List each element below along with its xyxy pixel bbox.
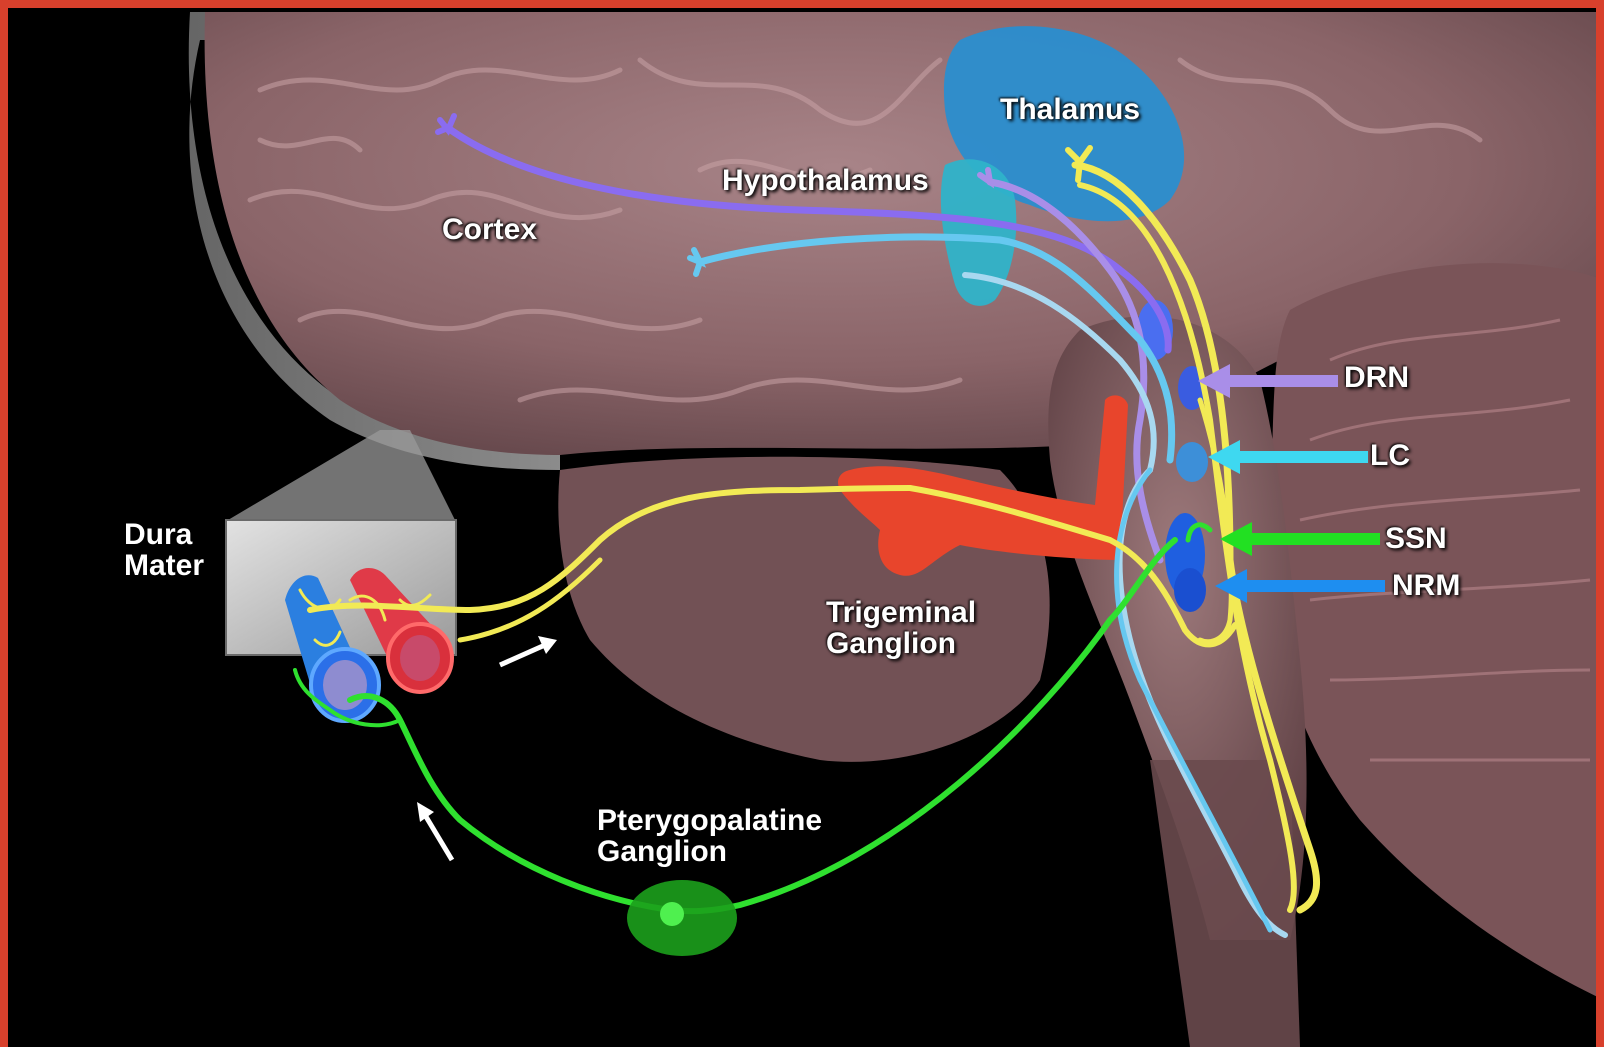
pterygopalatine-ganglion-label: Pterygopalatine Ganglion bbox=[597, 805, 822, 867]
white-arrow-icon bbox=[417, 802, 452, 860]
nrm-label: NRM bbox=[1392, 570, 1460, 602]
ssn-label: SSN bbox=[1385, 523, 1447, 555]
dura-label-line2: Mater bbox=[124, 550, 204, 581]
pterygopalatine-neuron bbox=[660, 902, 684, 926]
trigeminal-label-line1: Trigeminal bbox=[826, 597, 976, 628]
hypothalamus-label: Hypothalamus bbox=[722, 165, 929, 197]
trigeminal-ganglion-label: Trigeminal Ganglion bbox=[826, 597, 976, 659]
lc-nucleus bbox=[1176, 442, 1208, 482]
dura-mater-label: Dura Mater bbox=[124, 519, 204, 581]
white-arrow-icon bbox=[500, 636, 557, 665]
dura-label-line1: Dura bbox=[124, 519, 204, 550]
cortex-label: Cortex bbox=[442, 214, 537, 246]
pterygopalatine-label-line1: Pterygopalatine bbox=[597, 805, 822, 836]
nrm-nucleus bbox=[1174, 568, 1206, 612]
trigeminal-label-line2: Ganglion bbox=[826, 628, 976, 659]
pterygopalatine-label-line2: Ganglion bbox=[597, 836, 822, 867]
drn-label: DRN bbox=[1344, 362, 1409, 394]
thalamus-label: Thalamus bbox=[1000, 94, 1140, 126]
lc-label: LC bbox=[1370, 440, 1410, 472]
